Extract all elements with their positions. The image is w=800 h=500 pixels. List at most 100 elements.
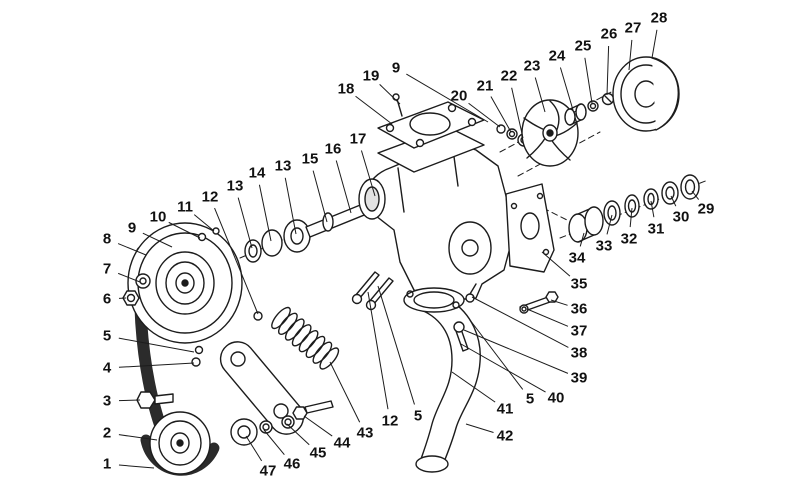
callout-label-31-14: 31 bbox=[648, 221, 665, 238]
callout-label-9-2: 9 bbox=[392, 60, 400, 77]
coil-spring bbox=[271, 306, 340, 370]
callout-leader-2-43 bbox=[118, 434, 158, 441]
callout-label-29-12: 29 bbox=[698, 201, 715, 218]
impeller bbox=[496, 99, 579, 167]
callout-label-42-26: 42 bbox=[497, 428, 514, 445]
callout-leader-10-29 bbox=[168, 221, 201, 239]
callout-label-19-1: 19 bbox=[363, 68, 380, 85]
callout-leader-28-11 bbox=[651, 29, 658, 59]
callout-leader-5-40 bbox=[118, 337, 195, 353]
callout-label-37-20: 37 bbox=[571, 323, 588, 340]
callout-leader-27-10 bbox=[628, 39, 633, 71]
callout-leader-8-27 bbox=[117, 243, 147, 256]
callout-label-7-38: 7 bbox=[103, 261, 111, 278]
callout-label-28-11: 28 bbox=[651, 10, 668, 27]
callout-leader-29-12 bbox=[691, 190, 700, 200]
callout-label-23-6: 23 bbox=[524, 58, 541, 75]
callout-leader-40-23 bbox=[460, 343, 546, 393]
callout-label-9-28: 9 bbox=[128, 220, 136, 237]
callout-label-32-15: 32 bbox=[621, 231, 638, 248]
callout-label-26-9: 26 bbox=[601, 26, 618, 43]
callout-leader-9-28 bbox=[142, 232, 173, 248]
callout-leader-12-31 bbox=[214, 207, 259, 315]
callout-leader-18-0 bbox=[355, 95, 393, 125]
callout-label-18-0: 18 bbox=[338, 81, 355, 98]
callout-leader-22-5 bbox=[511, 87, 524, 139]
outlet-pipe bbox=[403, 287, 481, 473]
callout-label-46-46: 46 bbox=[284, 456, 301, 473]
callout-label-24-7: 24 bbox=[549, 48, 566, 65]
callout-leader-19-1 bbox=[379, 83, 401, 105]
callout-label-10-29: 10 bbox=[150, 209, 167, 226]
callout-leader-38-21 bbox=[471, 296, 569, 348]
callout-label-41-25: 41 bbox=[497, 401, 514, 418]
callout-label-38-21: 38 bbox=[571, 345, 588, 362]
callout-leader-20-3 bbox=[468, 102, 501, 128]
callout-label-21-4: 21 bbox=[477, 78, 494, 95]
callout-label-45-47: 45 bbox=[310, 445, 327, 462]
callout-label-44-48: 44 bbox=[334, 435, 351, 452]
callout-label-13-34: 13 bbox=[275, 158, 292, 175]
callout-leader-33-16 bbox=[606, 214, 613, 235]
callout-label-35-18: 35 bbox=[571, 276, 588, 293]
callout-label-47-45: 47 bbox=[260, 463, 277, 480]
callout-label-1-44: 1 bbox=[103, 456, 111, 473]
callout-label-33-16: 33 bbox=[596, 238, 613, 255]
left-fasteners bbox=[122, 273, 204, 409]
callout-leader-25-8 bbox=[584, 57, 593, 104]
callout-leader-46-46 bbox=[263, 429, 285, 456]
callout-leader-14-33 bbox=[258, 184, 272, 242]
callout-label-43-49: 43 bbox=[357, 425, 374, 442]
callout-label-25-8: 25 bbox=[575, 38, 592, 55]
callout-leader-17-37 bbox=[360, 150, 376, 197]
callout-leader-21-4 bbox=[490, 96, 512, 133]
callout-leader-4-41 bbox=[118, 362, 195, 368]
callout-label-34-17: 34 bbox=[569, 250, 586, 267]
callout-label-22-5: 22 bbox=[501, 68, 518, 85]
pump-drawing bbox=[122, 56, 709, 476]
callout-label-4-41: 4 bbox=[103, 360, 112, 377]
callout-label-14-33: 14 bbox=[249, 165, 266, 182]
callout-leader-41-25 bbox=[451, 371, 496, 403]
callout-label-39-22: 39 bbox=[571, 370, 588, 387]
callout-label-5-24: 5 bbox=[526, 391, 534, 408]
callout-leader-13-34 bbox=[284, 177, 297, 235]
callout-leader-5-51 bbox=[377, 285, 415, 405]
callout-leader-13-32 bbox=[237, 197, 253, 249]
callout-leader-30-13 bbox=[670, 195, 677, 207]
callout-leader-3-42 bbox=[118, 399, 141, 402]
callout-leader-36-19 bbox=[550, 299, 568, 306]
callout-leader-47-45 bbox=[245, 435, 263, 462]
callout-leader-43-49 bbox=[329, 361, 361, 423]
callout-leader-1-44 bbox=[118, 464, 155, 469]
callout-label-13-32: 13 bbox=[227, 178, 244, 195]
crank-pulley bbox=[149, 411, 211, 475]
callout-leader-16-36 bbox=[335, 160, 352, 214]
callout-label-15-35: 15 bbox=[302, 151, 319, 168]
housing-bolts bbox=[453, 283, 559, 352]
callout-leader-34-17 bbox=[579, 232, 585, 247]
callout-leader-11-30 bbox=[193, 214, 215, 232]
callout-leader-9-2 bbox=[406, 73, 489, 123]
callout-label-3-42: 3 bbox=[103, 393, 111, 410]
pump-housing bbox=[358, 141, 513, 303]
callout-leader-35-18 bbox=[541, 251, 571, 277]
callout-label-40-23: 40 bbox=[548, 390, 565, 407]
callout-leader-7-38 bbox=[117, 272, 141, 283]
callout-leader-44-48 bbox=[303, 415, 333, 437]
callout-label-16-36: 16 bbox=[325, 141, 342, 158]
callout-label-11-30: 11 bbox=[177, 199, 193, 216]
callout-label-6-39: 6 bbox=[103, 291, 111, 308]
mounting-bolts bbox=[253, 271, 394, 321]
callout-label-36-19: 36 bbox=[571, 301, 588, 318]
callout-leader-24-7 bbox=[559, 67, 574, 111]
callout-leader-37-20 bbox=[526, 308, 569, 327]
callout-label-27-10: 27 bbox=[625, 20, 642, 37]
seal-parts bbox=[564, 92, 615, 126]
callout-leader-12-50 bbox=[367, 291, 389, 410]
callout-label-12-50: 12 bbox=[382, 413, 399, 430]
tension-bracket bbox=[219, 341, 334, 446]
housing-gasket bbox=[505, 183, 555, 273]
